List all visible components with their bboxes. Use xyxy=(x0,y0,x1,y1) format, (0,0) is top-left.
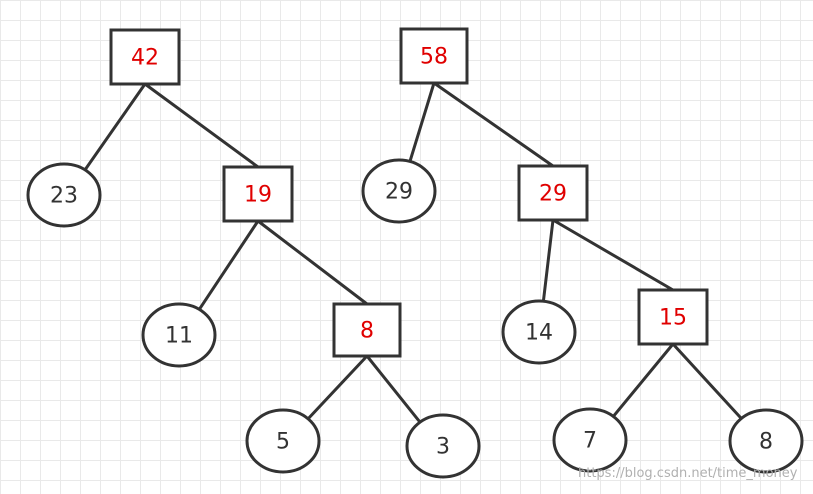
leaf-node-b29a: 29 xyxy=(361,158,437,224)
node-ellipse xyxy=(245,408,321,474)
internal-node-b58: 58 xyxy=(399,27,469,85)
edge-a19-a8 xyxy=(256,219,369,306)
node-ellipse xyxy=(361,158,437,224)
node-ellipse xyxy=(26,162,102,228)
node-label: 3 xyxy=(436,435,450,460)
node-label: 8 xyxy=(360,319,374,344)
internal-node-b15: 15 xyxy=(637,288,709,346)
node-box xyxy=(399,27,469,85)
edge-b15-b8 xyxy=(671,342,745,422)
leaf-node-b7: 7 xyxy=(552,407,628,473)
node-label: 15 xyxy=(659,306,687,331)
node-label: 7 xyxy=(583,429,597,454)
edge-b29b-b14 xyxy=(541,218,555,306)
node-box xyxy=(637,288,709,346)
internal-node-a19: 19 xyxy=(222,165,294,223)
nodes-layer: 42 23 19 11 8 5 3 58 29 29 14 15 7 8 xyxy=(26,27,804,479)
node-label: 11 xyxy=(165,324,193,349)
leaf-node-a11: 11 xyxy=(141,302,217,368)
leaf-node-a5: 5 xyxy=(245,408,321,474)
node-label: 42 xyxy=(131,46,159,71)
node-box xyxy=(222,165,294,223)
node-box xyxy=(517,164,589,222)
node-ellipse xyxy=(728,408,804,474)
node-ellipse xyxy=(501,299,577,365)
node-box xyxy=(109,28,181,86)
node-label: 23 xyxy=(50,184,78,209)
node-label: 29 xyxy=(385,180,413,205)
node-label: 8 xyxy=(759,430,773,455)
edge-b58-b29a xyxy=(407,81,436,166)
edge-a8-a3 xyxy=(365,354,424,426)
internal-node-b29b: 29 xyxy=(517,164,589,222)
internal-node-a42: 42 xyxy=(109,28,181,86)
edge-a42-a19 xyxy=(143,82,260,169)
node-ellipse xyxy=(141,302,217,368)
edge-a19-a11 xyxy=(196,219,260,314)
edge-a8-a5 xyxy=(304,354,369,423)
node-ellipse xyxy=(405,413,481,479)
node-label: 19 xyxy=(244,183,272,208)
leaf-node-a3: 3 xyxy=(405,413,481,479)
node-ellipse xyxy=(552,407,628,473)
edge-b29b-b15 xyxy=(551,218,675,292)
internal-node-a8: 8 xyxy=(332,302,402,358)
node-label: 14 xyxy=(525,321,553,346)
edges-layer xyxy=(82,81,745,426)
edge-b58-b29b xyxy=(432,81,555,168)
node-box xyxy=(332,302,402,358)
node-label: 29 xyxy=(539,182,567,207)
edge-a42-a23 xyxy=(82,82,147,174)
node-label: 5 xyxy=(276,430,290,455)
watermark-text: https://blog.csdn.net/time_money xyxy=(578,466,798,481)
leaf-node-b8: 8 xyxy=(728,408,804,474)
leaf-node-b14: 14 xyxy=(501,299,577,365)
leaf-node-a23: 23 xyxy=(26,162,102,228)
edge-b15-b7 xyxy=(610,342,675,420)
node-label: 58 xyxy=(420,45,448,70)
